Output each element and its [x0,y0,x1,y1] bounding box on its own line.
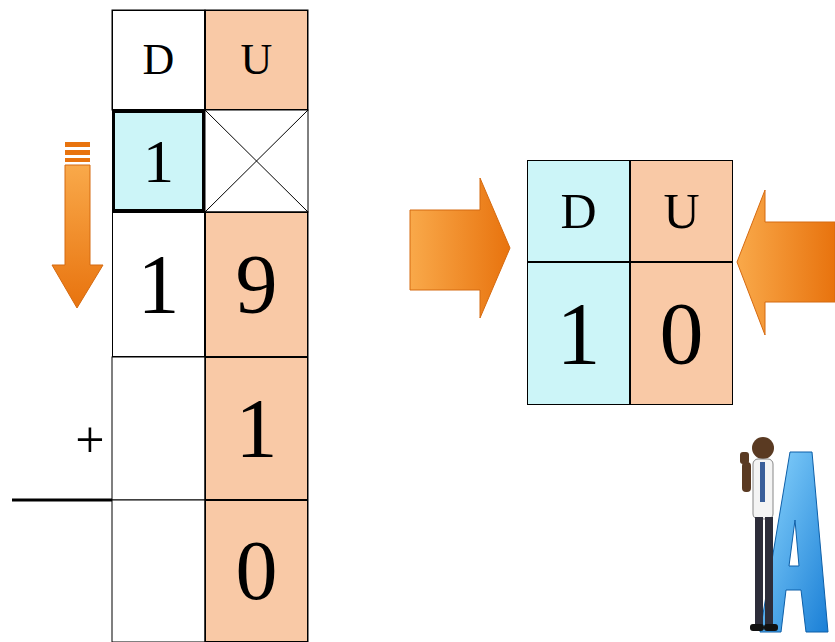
digit-cell: 1 [112,212,205,357]
column-header: U [630,160,733,262]
result-cell: 0 [630,262,733,405]
result-cell: 0 [205,500,308,642]
cell-text: D [143,38,175,82]
digit-cell: 1 [205,357,308,500]
cell-text: D [560,186,596,236]
cell-text: U [241,38,273,82]
mascot-figure [740,437,828,632]
cell-text: 1 [138,243,180,327]
left-arrow [737,190,835,335]
cell-text: 0 [236,529,278,613]
down-arrow [52,142,103,308]
table-grid [112,10,308,642]
cell-text: U [663,186,699,236]
cell-text: 9 [236,243,278,327]
column-header: D [527,160,630,262]
cell-text: 1 [236,387,278,471]
cell-text: 1 [557,290,601,378]
cell-text: 1 [143,130,174,192]
column-header: D [112,10,205,110]
sum-line [12,499,112,502]
carry-cell: 1 [112,110,205,212]
right-arrow [410,178,510,318]
result-cell: 1 [527,262,630,405]
column-header: U [205,10,308,110]
operator-sign: + [75,414,104,466]
cell-text: 0 [660,290,704,378]
digit-cell: 9 [205,212,308,357]
